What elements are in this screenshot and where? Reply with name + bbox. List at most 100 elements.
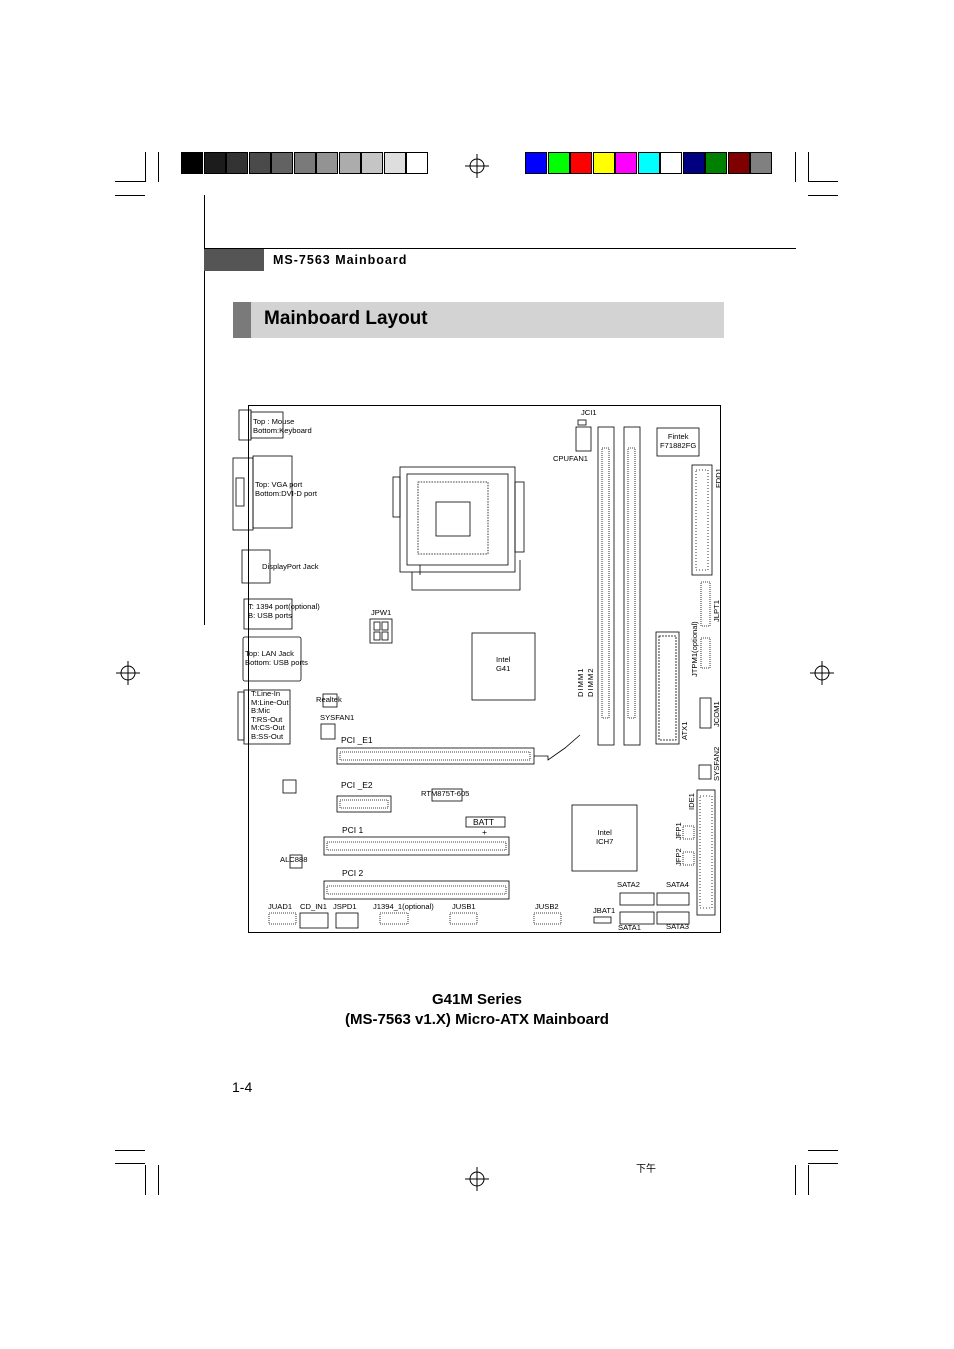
jcom1-header <box>699 697 712 729</box>
label-atx1: ATX1 <box>680 721 689 740</box>
jfp1-header <box>682 825 695 840</box>
dimm1-slot <box>597 426 615 746</box>
color-swatch <box>705 152 727 174</box>
label-jbat1: JBAT1 <box>593 906 616 915</box>
color-swatch <box>406 152 428 174</box>
crop-mark <box>808 181 838 182</box>
label-alc888: ALC888 <box>280 855 308 864</box>
pci1-slot <box>323 836 510 856</box>
label-batt: BATT <box>473 817 495 827</box>
color-swatch <box>682 152 705 174</box>
color-swatch <box>338 152 361 174</box>
juad1-header <box>268 912 297 925</box>
jbat1-header <box>593 916 612 924</box>
sysfan2-header <box>698 764 712 780</box>
label-realtek: Realtek <box>316 695 342 704</box>
crop-mark <box>158 152 159 182</box>
label-jusb1: JUSB1 <box>452 902 476 911</box>
caption-series: G41M Series <box>431 991 523 1008</box>
crop-mark <box>145 152 146 182</box>
label-jcom1: JCOM1 <box>712 701 721 727</box>
color-swatch <box>226 152 248 174</box>
section-title-bar <box>233 302 724 338</box>
color-swatch <box>615 152 637 174</box>
registration-target-icon <box>465 1167 489 1191</box>
label-sata2: SATA2 <box>617 880 640 889</box>
lan-usb-connector <box>242 636 302 682</box>
label-jpw1: JPW1 <box>371 608 392 617</box>
pci2-slot <box>323 880 510 900</box>
jlpt1-header <box>700 581 711 627</box>
crop-mark <box>795 1165 796 1195</box>
jtpm1-header <box>700 637 711 669</box>
header-model: MS-7563 Mainboard <box>273 253 408 267</box>
label-cpufan1: CPUFAN1 <box>553 454 589 463</box>
battery <box>465 816 506 828</box>
sata1-connector <box>619 911 655 925</box>
crop-mark <box>145 1165 146 1195</box>
registration-target-icon <box>465 154 489 178</box>
label-juad1: JUAD1 <box>268 902 293 911</box>
label-pci2: PCI 2 <box>342 868 364 878</box>
pci-e2-slot <box>336 795 392 813</box>
label-dimm2: DIMM2 <box>586 667 595 697</box>
fdd1-connector <box>691 464 713 576</box>
page-number: 1-4 <box>232 1079 253 1095</box>
crop-mark <box>808 152 809 182</box>
realtek-chip <box>322 693 338 708</box>
color-swatch <box>203 152 226 174</box>
ps2-connector <box>238 409 252 441</box>
atx1-connector <box>655 631 680 745</box>
jfp2-header <box>682 851 695 866</box>
label-sysfan1: SYSFAN1 <box>320 713 355 722</box>
label-cd-in1: CD_IN1 <box>300 902 328 911</box>
header-tab <box>204 249 264 271</box>
jspd1-connector <box>335 912 359 929</box>
cpufan1-header <box>575 426 592 452</box>
sata2-connector <box>619 892 655 906</box>
color-swatch <box>383 152 406 174</box>
section-title: Mainboard Layout <box>264 308 428 329</box>
label-dimm1: DIMM1 <box>576 667 585 697</box>
1394-usb-connector <box>243 598 293 630</box>
label-jusb2: JUSB2 <box>535 902 559 911</box>
crop-mark <box>115 195 145 196</box>
label-jci1: JCI1 <box>581 408 597 417</box>
color-swatch <box>181 152 203 174</box>
pci-e1-slot <box>336 747 535 765</box>
crop-mark <box>115 1163 145 1164</box>
label-sata1: SATA1 <box>618 923 641 932</box>
crop-mark <box>115 181 145 182</box>
page-margin-line <box>204 195 205 625</box>
dimm2-slot <box>623 426 641 746</box>
color-swatch <box>293 152 316 174</box>
registration-target-icon <box>810 661 834 685</box>
color-swatch <box>525 152 547 174</box>
label-sata4: SATA4 <box>666 880 689 889</box>
color-swatch <box>271 152 293 174</box>
color-swatch <box>361 152 383 174</box>
label-pci-e2: PCI _E2 <box>341 780 373 790</box>
sysfan1-header <box>320 723 336 740</box>
displayport-connector <box>241 549 271 584</box>
label-rtm: RTM875T-605 <box>421 789 470 798</box>
color-swatch <box>637 152 660 174</box>
section-title-tab <box>233 302 251 338</box>
crop-mark <box>795 152 796 182</box>
color-swatch <box>750 152 772 174</box>
color-swatch <box>727 152 750 174</box>
unlabeled-component <box>282 779 297 794</box>
label-jfp1: JFP1 <box>674 822 683 840</box>
header-rule <box>204 248 796 249</box>
jusb1-header <box>449 912 478 925</box>
alc888-chip <box>289 854 303 869</box>
footer-mark: 下午 <box>636 1164 656 1175</box>
color-swatch <box>592 152 615 174</box>
label-ide1: IDE1 <box>687 793 696 810</box>
jusb2-header <box>533 912 562 925</box>
cd-in1-connector <box>299 912 329 929</box>
